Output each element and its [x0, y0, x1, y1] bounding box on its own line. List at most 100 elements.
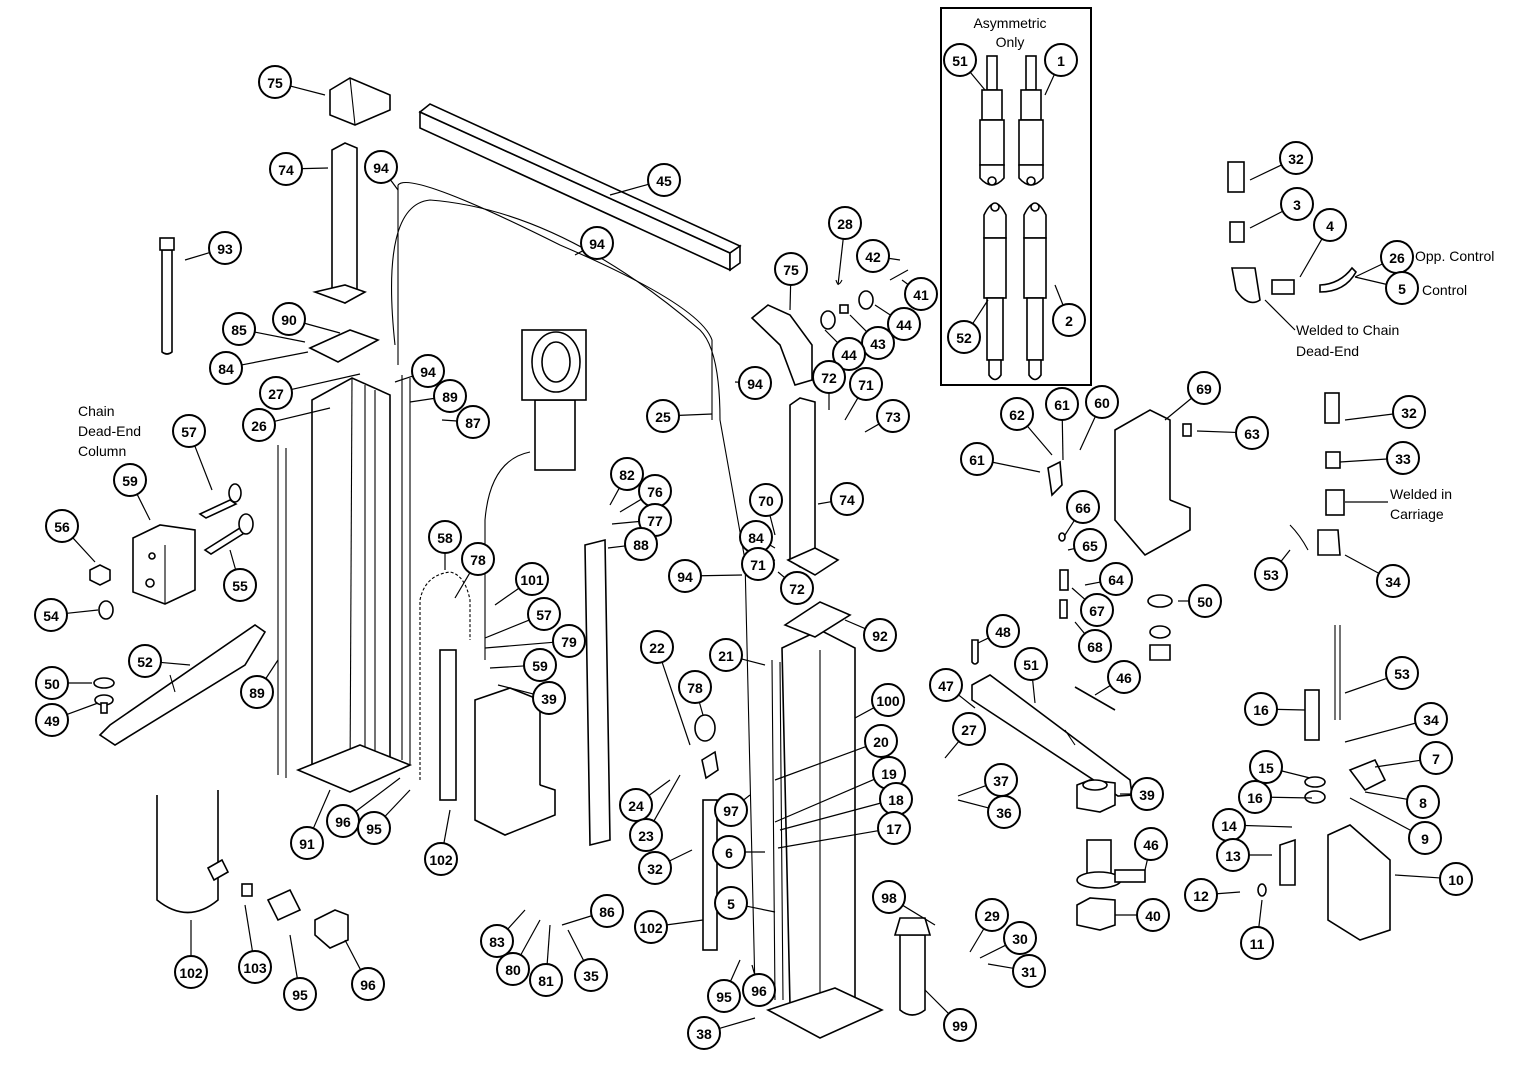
callout-57: 57 [172, 414, 206, 448]
callout-circle [357, 811, 391, 845]
callout-circle [952, 712, 986, 746]
leader-line-29 [969, 928, 985, 953]
callout-62: 62 [1000, 397, 1034, 431]
callout-number: 65 [1082, 538, 1098, 554]
cylinder-upper-right [1018, 55, 1044, 186]
callout-circle [1187, 371, 1221, 405]
leader-line-8 [1364, 791, 1408, 800]
leader-line-54 [66, 609, 99, 614]
sheave-assembly [521, 329, 587, 471]
callout-10: 10 [1439, 862, 1473, 896]
callout-circle [259, 376, 293, 410]
leader-line-22 [661, 661, 691, 746]
callout-number: 6 [725, 845, 733, 861]
callout-94: 94 [411, 354, 445, 388]
leader-line-52 [972, 299, 989, 324]
asymmetric-inset: Asymmetric Only [940, 7, 1092, 386]
leader-line-84 [241, 351, 309, 366]
callout-number: 35 [583, 968, 599, 984]
cylinder-lower-left [983, 202, 1007, 381]
leader-line-94 [700, 574, 743, 577]
inset-title-line1: Asymmetric [973, 15, 1046, 31]
callout-54: 54 [34, 598, 68, 632]
callout-circle [1134, 827, 1168, 861]
leader-line-77 [611, 520, 640, 525]
leader-line-57 [194, 445, 213, 491]
callout-61: 61 [960, 442, 994, 476]
callout-39: 39 [532, 681, 566, 715]
leader-line-76 [619, 498, 642, 513]
callout-61: 61 [1045, 387, 1079, 421]
callout-circle [461, 542, 495, 576]
callout-circle [527, 597, 561, 631]
leader-line-91 [312, 789, 331, 829]
callout-40: 40 [1136, 898, 1170, 932]
note-welded-chain-line2: Dead-End [1296, 343, 1359, 359]
callout-number: 75 [783, 262, 799, 278]
callout-70: 70 [749, 483, 783, 517]
callout-circle [222, 312, 256, 346]
callout-30: 30 [1003, 921, 1037, 955]
callout-circle [1386, 441, 1420, 475]
callout-number: 84 [748, 530, 764, 546]
leader-line-28 [837, 238, 844, 286]
callout-number: 45 [656, 173, 672, 189]
callout-number: 10 [1448, 872, 1464, 888]
callout-60: 60 [1085, 385, 1119, 419]
leader-line-37 [957, 785, 987, 797]
leader-line-2 [1054, 284, 1064, 306]
leader-line-53 [1344, 677, 1388, 694]
callout-circle [283, 977, 317, 1011]
callout-26: 26 [1380, 240, 1414, 274]
leader-line-38 [719, 1017, 756, 1030]
leader-line-99 [924, 989, 950, 1015]
callout-circle [1279, 141, 1313, 175]
cable-94-left [397, 182, 713, 420]
callout-number: 24 [628, 798, 644, 814]
callout-circle [619, 788, 653, 822]
leader-line-95 [289, 934, 298, 979]
callout-number: 74 [278, 162, 294, 178]
callout-number: 94 [420, 364, 436, 380]
callout-number: 21 [718, 648, 734, 664]
callout-circle [208, 231, 242, 265]
top-plate-90 [308, 329, 380, 363]
leader-line-78 [698, 702, 704, 716]
callout-number: 12 [1193, 888, 1209, 904]
callout-circle [877, 811, 911, 845]
callout-27: 27 [259, 376, 293, 410]
callout-number: 5 [727, 896, 735, 912]
callout-number: 20 [873, 734, 889, 750]
callout-circle [646, 399, 680, 433]
callout-68: 68 [1078, 629, 1112, 663]
callout-circle [290, 826, 324, 860]
callout-circle [929, 668, 963, 702]
callout-88: 88 [624, 527, 658, 561]
callout-102: 102 [424, 842, 458, 876]
hose-93 [159, 237, 175, 355]
leader-line-93 [184, 252, 210, 261]
callout-51: 51 [1014, 647, 1048, 681]
callout-number: 85 [231, 322, 247, 338]
callout-circle [1188, 584, 1222, 618]
leader-line-70 [769, 515, 776, 536]
callout-number: 59 [122, 473, 138, 489]
callout-number: 68 [1087, 639, 1103, 655]
callout-58: 58 [428, 520, 462, 554]
callout-number: 29 [984, 908, 1000, 924]
callout-number: 23 [638, 828, 654, 844]
leader-line-81 [546, 924, 551, 965]
callout-number: 3 [1293, 197, 1301, 213]
tank-102 [156, 790, 230, 914]
leader-line-71 [844, 397, 859, 421]
callout-32: 32 [1279, 141, 1313, 175]
callout-number: 34 [1385, 574, 1401, 590]
leader-line-43 [849, 314, 868, 333]
leader-line-3 [1249, 210, 1284, 229]
leader-welded-chain [1264, 299, 1296, 331]
callout-78: 78 [461, 542, 495, 576]
callout-circle [174, 955, 208, 989]
top-plate-92 [783, 601, 852, 638]
leader-line-79 [484, 641, 554, 649]
